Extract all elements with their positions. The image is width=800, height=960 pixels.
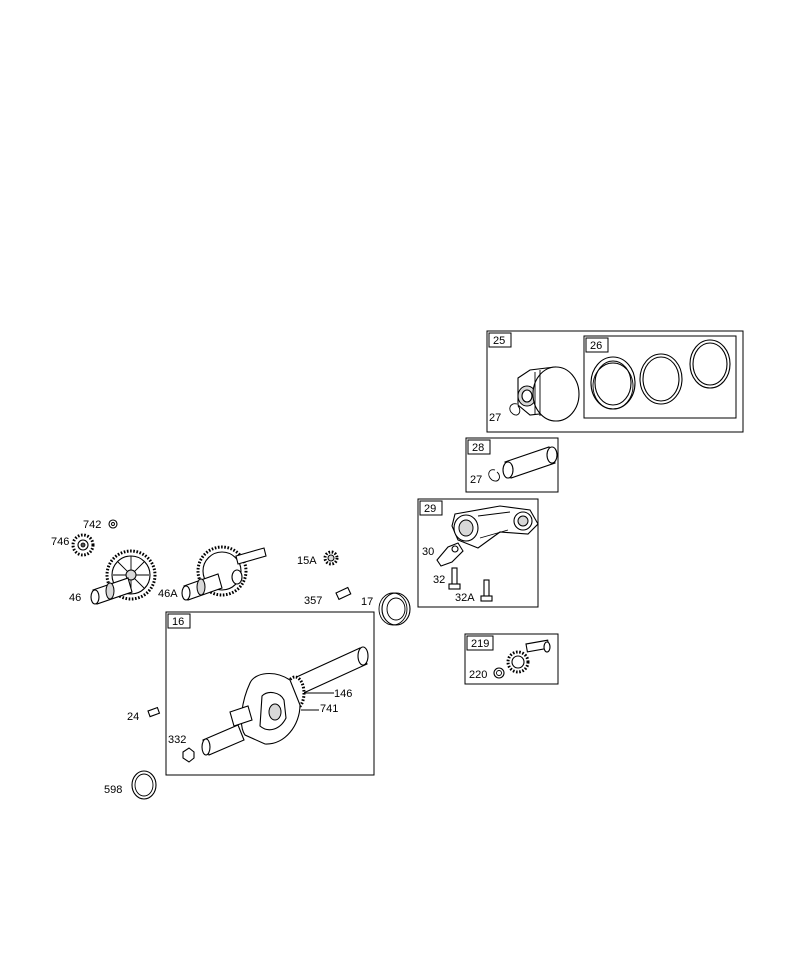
connecting-rod-group[interactable]: 29 30 32 32A — [417, 498, 539, 608]
crank-gear-label: 146 — [334, 688, 352, 700]
piston-pin-icon — [502, 446, 558, 479]
crankshaft-number: 16 — [172, 616, 184, 628]
piston-ring-icon — [689, 339, 731, 389]
rod-bolt-label: 32 — [433, 574, 445, 586]
gear-icon — [506, 639, 551, 674]
key-357-part[interactable]: 357 — [304, 586, 352, 607]
washer-label: 742 — [83, 519, 101, 531]
key-15a-label: 15A — [297, 555, 317, 567]
plug-icon — [182, 747, 195, 763]
gasket-part[interactable]: 598 — [104, 770, 157, 800]
ring-set-group[interactable]: 26 — [583, 335, 737, 419]
ring-set-box — [583, 335, 737, 419]
crankshaft-icon — [201, 646, 369, 756]
piston-assembly-number: 25 — [493, 335, 505, 347]
camshaft-label: 46 — [69, 592, 81, 604]
gear-kit-box — [464, 633, 559, 685]
connecting-rod-number: 29 — [424, 503, 436, 515]
piston-ring-icon — [590, 356, 636, 410]
gear-kit-number: 219 — [471, 638, 489, 650]
camshaft-alt-part[interactable]: 46A — [158, 545, 267, 601]
piston-assembly-tag — [488, 332, 512, 348]
clip-label: 27 — [470, 474, 482, 486]
rod-cap-icon — [436, 542, 464, 567]
gear-washer-label: 220 — [469, 669, 487, 681]
piston-pin-number: 28 — [472, 442, 484, 454]
piston-ring-icon — [639, 353, 683, 405]
retaining-clip-icon — [509, 403, 521, 416]
piston-pin-tag — [467, 439, 491, 455]
governor-gear-part[interactable]: 746 — [51, 533, 95, 557]
piston-icon — [517, 366, 580, 422]
rod-bolt-label: 32A — [455, 592, 475, 604]
oil-seal-part[interactable]: 17 — [361, 592, 411, 626]
camshaft-part[interactable]: 46 — [69, 549, 157, 605]
piston-assembly-group[interactable]: 25 27 26 — [486, 330, 744, 433]
seal-label: 17 — [361, 596, 373, 608]
crank-key-label: 741 — [320, 703, 338, 715]
key-15a-part[interactable]: 15A — [297, 550, 339, 567]
clip-label: 27 — [489, 412, 501, 424]
crankshaft-tag — [167, 613, 191, 629]
rod-bolt-icon — [480, 579, 493, 602]
piston-pin-box — [465, 437, 559, 493]
rod-cap-label: 30 — [422, 546, 434, 558]
ring-set-number: 26 — [590, 340, 602, 352]
connecting-rod-icon — [451, 505, 539, 549]
piston-assembly-box — [486, 330, 744, 433]
ring-set-tag — [585, 337, 609, 353]
dowel-pin-part[interactable]: 24 — [127, 706, 161, 723]
retaining-clip-icon — [488, 469, 500, 482]
governor-gear-label: 746 — [51, 536, 69, 548]
crankshaft-box — [165, 611, 375, 776]
key-357-label: 357 — [304, 595, 322, 607]
rod-bolt-icon — [448, 567, 461, 590]
connecting-rod-box — [417, 498, 539, 608]
washer-icon — [493, 667, 505, 679]
crankshaft-group[interactable]: 16 146 741 332 — [165, 611, 375, 776]
gear-kit-group[interactable]: 219 220 — [464, 633, 559, 685]
piston-pin-group[interactable]: 28 27 — [465, 437, 559, 493]
dowel-label: 24 — [127, 711, 139, 723]
gear-kit-tag — [466, 635, 494, 651]
gasket-label: 598 — [104, 784, 122, 796]
connecting-rod-tag — [419, 500, 443, 516]
plug-label: 332 — [168, 734, 186, 746]
small-washer-part[interactable]: 742 — [83, 519, 118, 531]
camshaft-alt-label: 46A — [158, 588, 178, 600]
